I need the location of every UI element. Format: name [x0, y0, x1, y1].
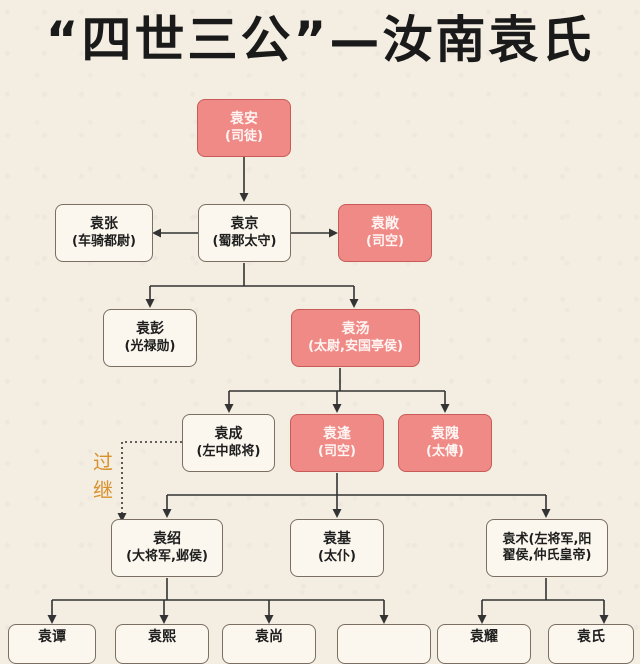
node-yuan-feng: 袁逢 (司空) [290, 414, 384, 472]
link-feng-kids [167, 473, 546, 496]
link-shu-kids [482, 578, 604, 601]
node-yuan-chang: 袁敞 (司空) [338, 204, 432, 262]
node-child-3: 袁尚 [222, 624, 316, 664]
node-child-4 [337, 624, 431, 664]
link-tang-kids [229, 368, 445, 392]
node-yuan-an: 袁安 (司徒) [197, 99, 291, 157]
node-child-6: 袁氏 [548, 624, 634, 664]
node-child-1: 袁谭 [8, 624, 96, 664]
node-yuan-shao: 袁绍 (大将军,邺侯) [111, 519, 223, 577]
adoption-label: 过 继 [93, 450, 113, 502]
node-yuan-ji: 袁基 (太仆) [290, 519, 384, 577]
node-yuan-shu: 袁术(左将军,阳 翟侯,仲氏皇帝) [486, 519, 608, 577]
link-jing-kids [150, 263, 354, 287]
adoption-link [117, 441, 182, 522]
node-yuan-tang: 袁汤 (太尉,安国亭侯) [291, 309, 420, 367]
node-yuan-zhang: 袁张 (车骑都尉) [55, 204, 153, 262]
node-yuan-jing: 袁京 (蜀郡太守) [198, 204, 291, 262]
connector-lines [47, 157, 609, 624]
node-child-5: 袁耀 [437, 624, 531, 664]
node-child-2: 袁熙 [115, 624, 209, 664]
node-yuan-wei: 袁隗 (太傅) [398, 414, 492, 472]
node-yuan-cheng: 袁成 (左中郎将) [182, 414, 275, 472]
link-shao-kids [52, 578, 384, 601]
page-title: “四世三公”—汝南袁氏 [45, 11, 595, 69]
node-yuan-peng: 袁彭 (光禄勋) [103, 309, 197, 367]
